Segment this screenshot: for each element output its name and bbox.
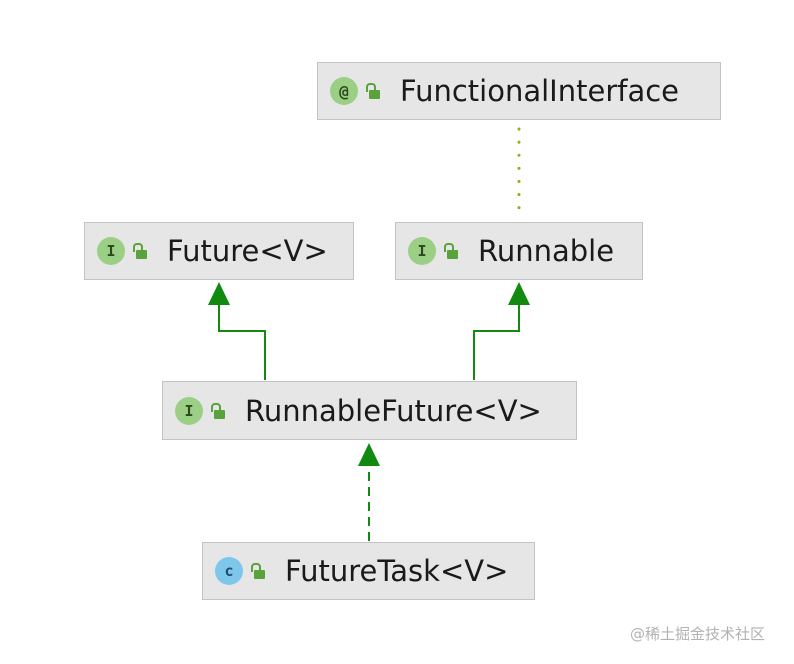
interface-type-icon: I — [97, 237, 125, 265]
interface-type-icon: I — [408, 237, 436, 265]
watermark: @稀土掘金技术社区 — [630, 625, 766, 643]
class-type-icon: c — [215, 557, 243, 585]
arrowhead-runnable-future — [358, 443, 380, 466]
edge-runnable-future-to-runnable — [473, 304, 520, 380]
edge-runnable-future-to-future — [218, 304, 266, 380]
arrowhead-runnable — [508, 282, 530, 305]
node-runnable[interactable]: I Runnable — [395, 222, 643, 280]
unlocked-icon — [211, 402, 225, 420]
node-label: Future<V> — [167, 234, 328, 268]
interface-type-icon: I — [175, 396, 203, 425]
node-label: FunctionalInterface — [400, 74, 680, 108]
unlocked-icon — [444, 242, 458, 260]
unlocked-icon — [366, 82, 380, 100]
unlocked-icon — [251, 562, 265, 580]
unlocked-icon — [133, 242, 147, 260]
node-runnable-future[interactable]: I RunnableFuture<V> — [162, 381, 577, 440]
node-functional-interface[interactable]: @ FunctionalInterface — [317, 62, 721, 120]
node-future[interactable]: I Future<V> — [84, 222, 354, 280]
annotation-type-icon: @ — [330, 77, 358, 105]
node-future-task[interactable]: c FutureTask<V> — [202, 542, 535, 600]
arrowhead-future — [208, 282, 230, 305]
node-label: RunnableFuture<V> — [245, 393, 542, 428]
node-label: Runnable — [478, 234, 615, 268]
node-label: FutureTask<V> — [285, 554, 509, 588]
